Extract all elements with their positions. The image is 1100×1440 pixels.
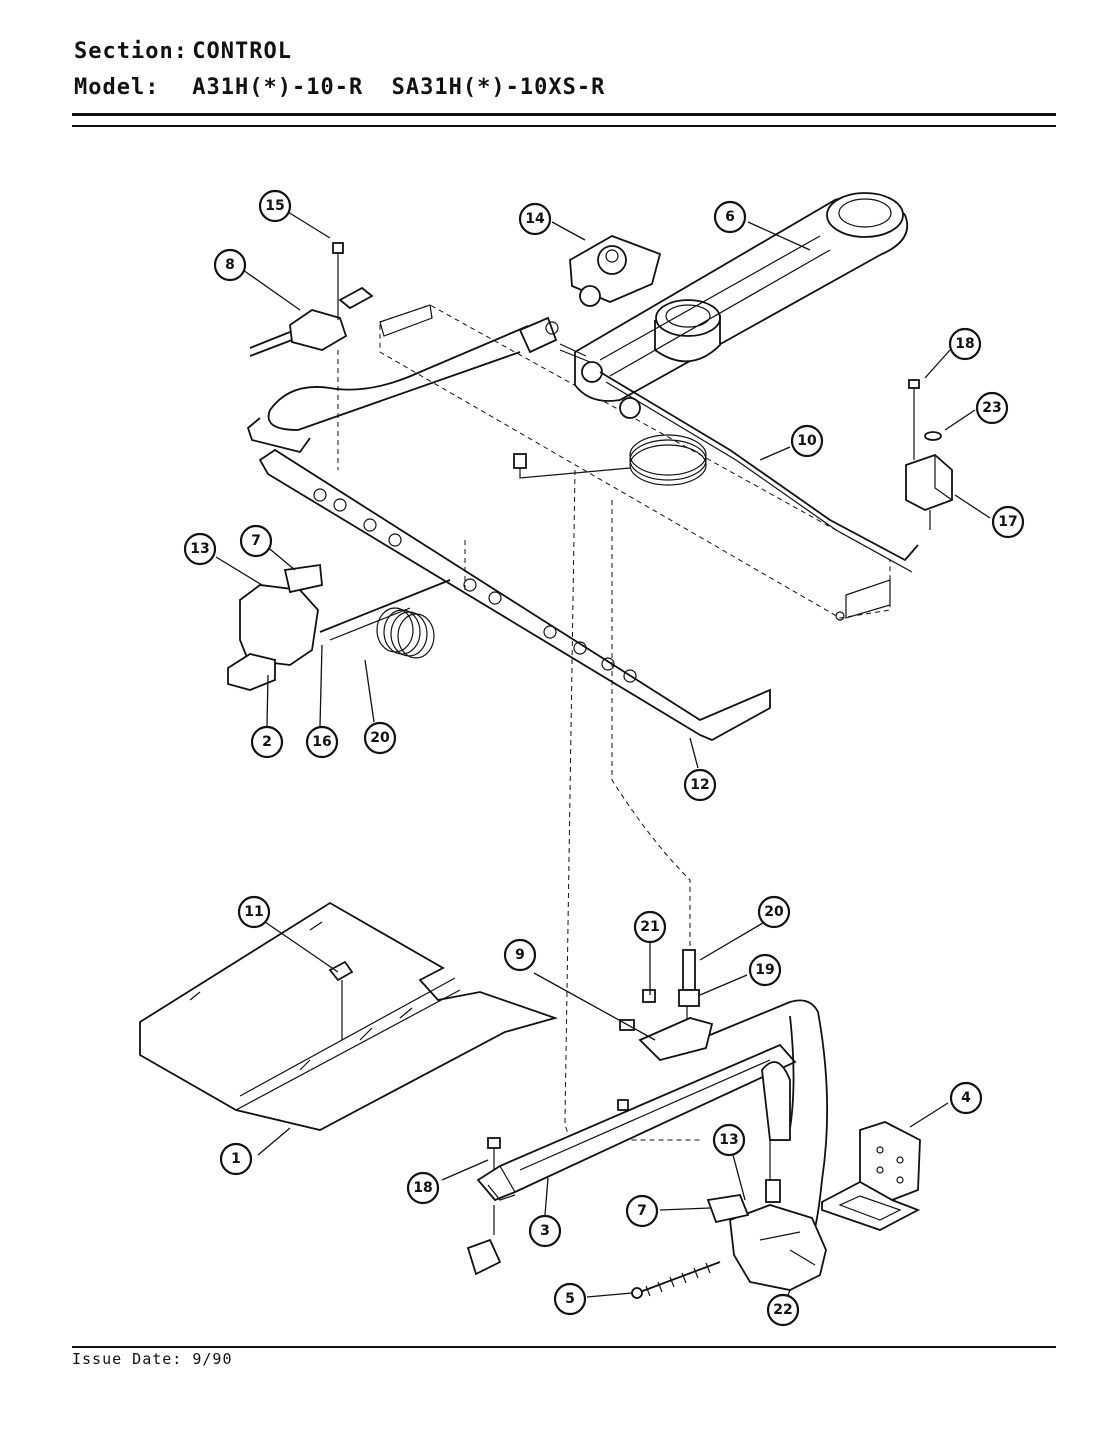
callout-22: 22 xyxy=(766,1293,800,1327)
connector-line-right xyxy=(611,500,691,960)
section-row: Section: CONTROL xyxy=(74,34,605,70)
callout-1: 1 xyxy=(219,1142,253,1176)
callout-18-upper-label: 18 xyxy=(955,336,974,352)
callout-17-label: 17 xyxy=(998,514,1017,530)
callout-2-label: 2 xyxy=(262,734,272,750)
callout-13-lower: 13 xyxy=(712,1123,746,1157)
callout-20-upper: 20 xyxy=(363,721,397,755)
issue-date: Issue Date: 9/90 xyxy=(72,1350,233,1368)
bracket-4 xyxy=(821,1121,921,1231)
clip-11 xyxy=(328,960,354,1040)
callout-16: 16 xyxy=(305,725,339,759)
callout-23-label: 23 xyxy=(982,400,1001,416)
callout-6-label: 6 xyxy=(725,209,735,225)
top-mounting-plate xyxy=(379,304,891,621)
callout-7-upper-label: 7 xyxy=(251,533,261,549)
callout-6: 6 xyxy=(713,200,747,234)
thermostat-valve-lower xyxy=(706,1140,827,1291)
callout-13-upper: 13 xyxy=(183,532,217,566)
bracket-9 xyxy=(617,999,829,1241)
heat-shield-1 xyxy=(139,901,559,1131)
callout-10: 10 xyxy=(790,424,824,458)
callout-10-label: 10 xyxy=(797,433,817,449)
callout-18-lower: 18 xyxy=(406,1171,440,1205)
header-rule-thin xyxy=(72,125,1056,127)
burner-assembly-6 xyxy=(559,192,909,419)
callout-3-label: 3 xyxy=(540,1223,550,1239)
callout-5-label: 5 xyxy=(565,1291,575,1307)
model-row: Model: A31H(*)-10-R SA31H(*)-10XS-R xyxy=(74,70,605,106)
callout-9-label: 9 xyxy=(515,947,525,963)
callout-18-upper: 18 xyxy=(948,327,982,361)
callout-20-upper-label: 20 xyxy=(370,730,390,746)
thermostat-valve-upper xyxy=(227,540,466,691)
callout-4: 4 xyxy=(949,1081,983,1115)
callout-20-lower: 20 xyxy=(757,895,791,929)
header-rule-thick xyxy=(72,113,1056,116)
mounting-bracket-17 xyxy=(905,379,953,530)
callout-14-label: 14 xyxy=(525,211,545,227)
screw-5 xyxy=(631,1261,721,1299)
valve-8 xyxy=(249,242,374,470)
callout-11-label: 11 xyxy=(244,904,263,920)
callout-7-upper: 7 xyxy=(239,524,273,558)
callout-3: 3 xyxy=(528,1214,562,1248)
callout-2: 2 xyxy=(250,725,284,759)
model-label: Model: xyxy=(74,75,160,100)
callout-12: 12 xyxy=(683,768,717,802)
manifold-bar-12 xyxy=(258,448,771,741)
callout-22-label: 22 xyxy=(773,1302,792,1318)
callout-15: 15 xyxy=(258,189,292,223)
section-value: CONTROL xyxy=(192,39,292,64)
main-gas-pipe xyxy=(247,316,559,453)
callout-4-label: 4 xyxy=(961,1090,971,1106)
callout-19: 19 xyxy=(748,953,782,987)
section-label: Section: xyxy=(74,39,188,64)
callout-17: 17 xyxy=(991,505,1025,539)
burner-tube-3 xyxy=(466,1043,797,1276)
callout-1-label: 1 xyxy=(231,1151,241,1167)
callout-9: 9 xyxy=(503,938,537,972)
callout-5: 5 xyxy=(553,1282,587,1316)
callout-13-lower-label: 13 xyxy=(719,1132,738,1148)
callout-8: 8 xyxy=(213,248,247,282)
callout-21-label: 21 xyxy=(640,919,659,935)
footer-rule xyxy=(72,1346,1056,1348)
callout-11: 11 xyxy=(237,895,271,929)
callout-21: 21 xyxy=(633,910,667,944)
model-value: A31H(*)-10-R SA31H(*)-10XS-R xyxy=(192,75,606,100)
callout-12-label: 12 xyxy=(690,777,709,793)
fittings-19-20-21 xyxy=(642,949,700,1020)
callout-7-lower: 7 xyxy=(625,1194,659,1228)
callout-23: 23 xyxy=(975,391,1009,425)
callout-19-label: 19 xyxy=(755,962,774,978)
callout-13-upper-label: 13 xyxy=(190,541,209,557)
callout-8-label: 8 xyxy=(225,257,235,273)
callout-7-lower-label: 7 xyxy=(637,1203,647,1219)
callout-14: 14 xyxy=(518,202,552,236)
orifice-holder-14 xyxy=(569,235,662,307)
callout-20-lower-label: 20 xyxy=(764,904,784,920)
flexible-tube-10 xyxy=(513,371,919,573)
page-header: Section: CONTROL Model: A31H(*)-10-R SA3… xyxy=(74,34,605,106)
callout-18-lower-label: 18 xyxy=(413,1180,432,1196)
callout-15-label: 15 xyxy=(265,198,284,214)
callout-16-label: 16 xyxy=(312,734,331,750)
